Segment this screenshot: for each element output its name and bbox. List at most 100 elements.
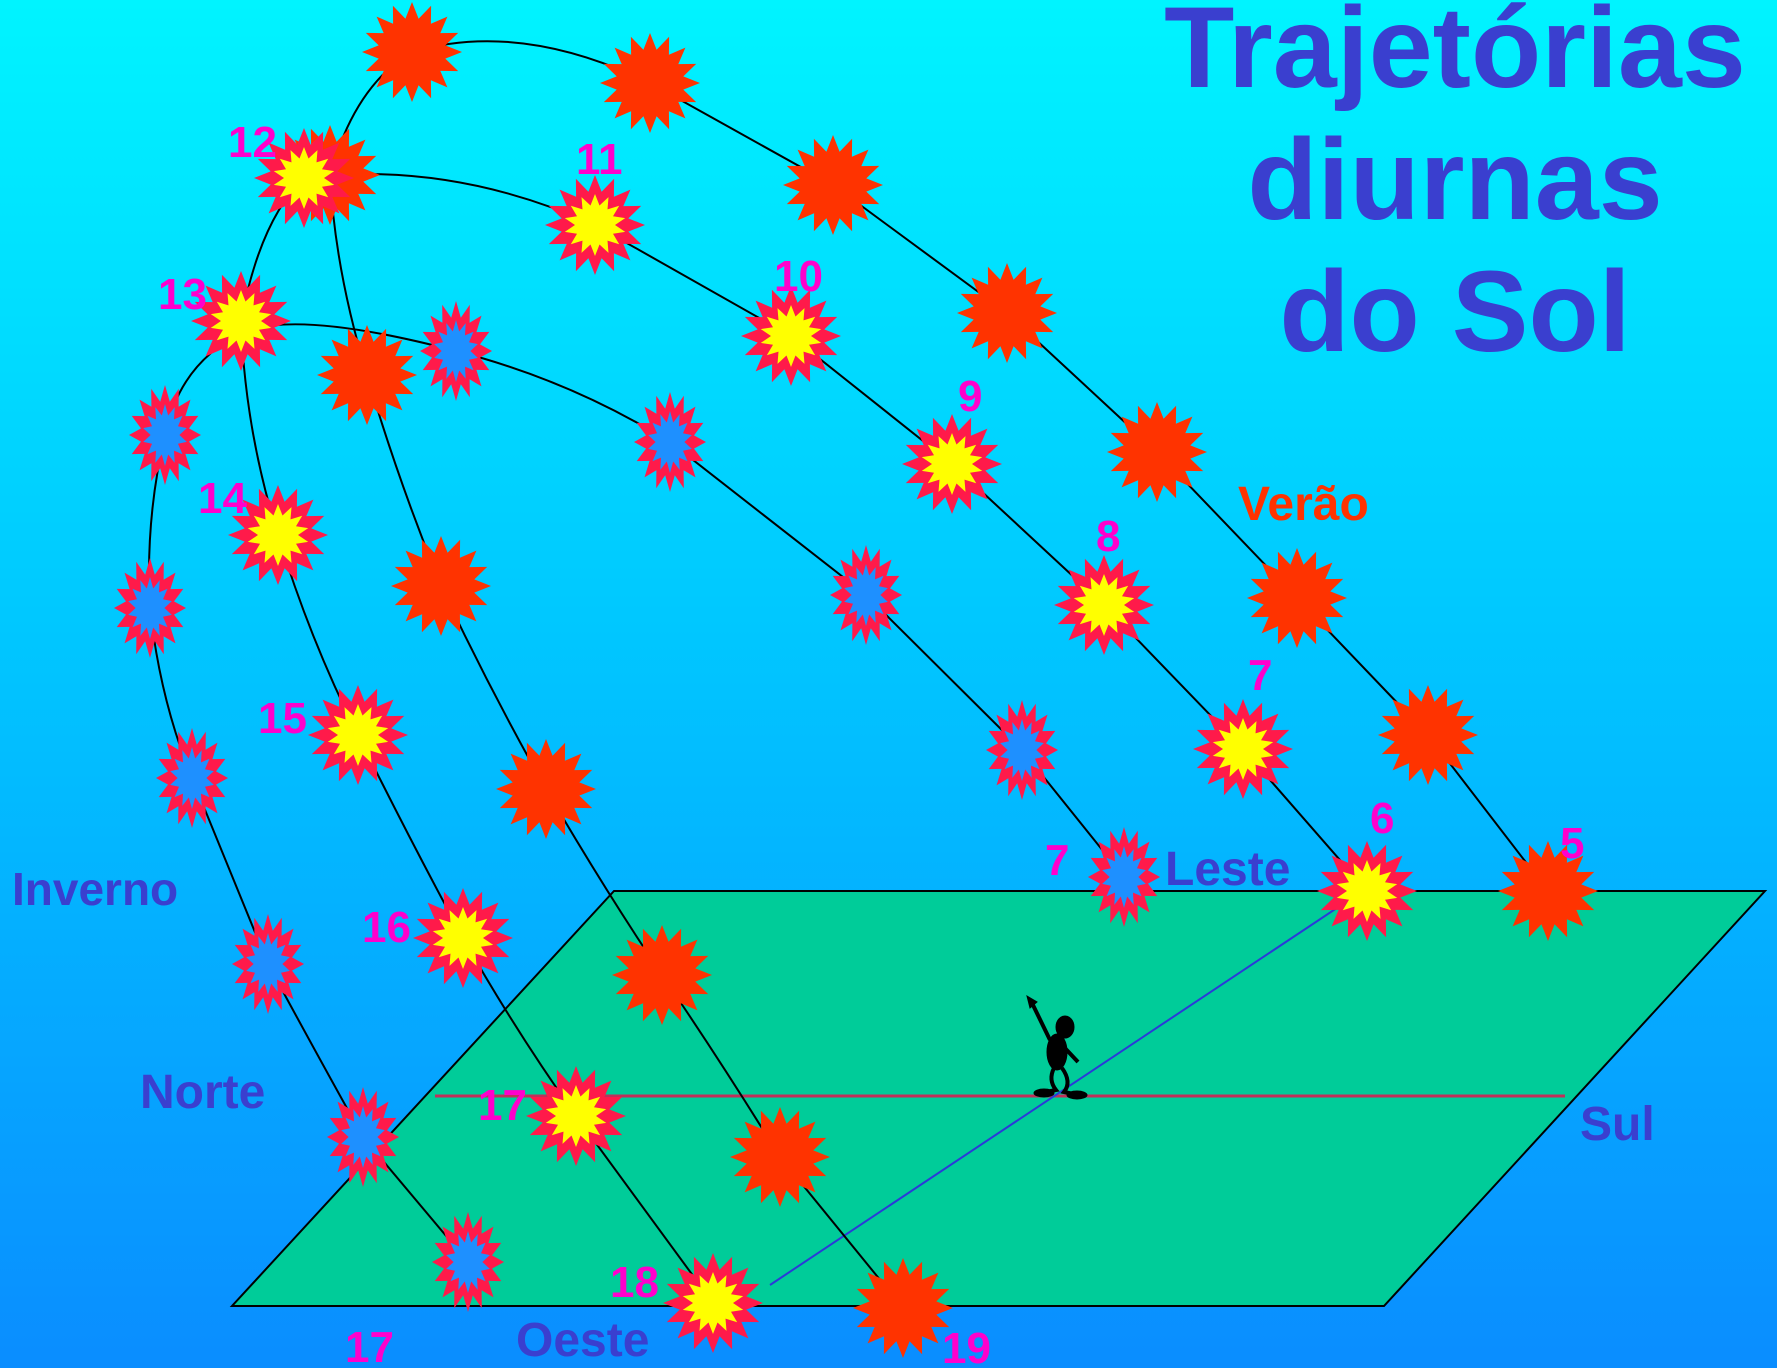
summer-sun-2: [1247, 548, 1347, 648]
hour-label-winter-17: 17: [345, 1323, 394, 1368]
winter-sun-8: [232, 914, 304, 1014]
winter-sun-core: [143, 404, 187, 466]
winter-sun-0: [1088, 827, 1160, 927]
summer-sun-7: [362, 2, 462, 102]
summer-sun-rays: [317, 325, 417, 425]
equinox-sun-core: [327, 704, 389, 766]
summer-sun-rays: [1378, 685, 1478, 785]
equinox-sun-12: [663, 1253, 763, 1353]
summer-sun-4: [957, 263, 1057, 363]
equinox-sun-0: [1317, 841, 1417, 941]
hour-label-equinox-11: 11: [576, 135, 623, 184]
equinox-sun-core: [273, 147, 335, 209]
equinox-sun-4: [741, 286, 841, 386]
summer-sun-rays: [612, 925, 712, 1025]
winter-sun-core: [434, 320, 478, 382]
winter-sun-core: [1000, 719, 1044, 781]
east-west-line: [769, 885, 1371, 1286]
hour-label-equinox-12: 12: [228, 118, 277, 167]
hour-label-equinox-9: 9: [958, 372, 982, 421]
winter-sun-7: [156, 728, 228, 828]
label-west: Oeste: [516, 1314, 649, 1367]
winter-sun-core: [446, 1231, 490, 1293]
summer-sun-5: [783, 135, 883, 235]
equinox-sun-core: [247, 504, 309, 566]
winter-sun-core: [1102, 846, 1146, 908]
summer-sun-6: [600, 33, 700, 133]
hour-label-equinox-7: 7: [1248, 651, 1272, 700]
winter-sun-3: [634, 392, 706, 492]
hour-label-equinox-16: 16: [362, 903, 411, 952]
winter-sun-core: [341, 1106, 385, 1168]
equinox-sun-5: [545, 175, 645, 275]
summer-sun-10: [391, 536, 491, 636]
title-line-3: do Sol: [1279, 248, 1631, 376]
hour-label-equinox-15: 15: [258, 694, 307, 743]
equinox-sun-core: [210, 290, 272, 352]
winter-sun-core: [170, 747, 214, 809]
summer-sun-rays: [957, 263, 1057, 363]
summer-sun-rays: [391, 536, 491, 636]
winter-sun-core: [128, 577, 172, 639]
hour-label-winter-7: 7: [1045, 836, 1069, 885]
summer-sun-9: [317, 325, 417, 425]
equinox-sun-core: [1212, 718, 1274, 780]
equinox-sun-6: [254, 128, 354, 228]
label-north: Norte: [140, 1066, 265, 1119]
hour-label-equinox-10: 10: [774, 252, 823, 301]
hour-label-summer-19: 19: [942, 1324, 991, 1368]
equinox-sun-1: [1193, 699, 1293, 799]
equinox-sun-core: [1336, 860, 1398, 922]
summer-sun-14: [853, 1258, 953, 1358]
summer-sun-rays: [730, 1107, 830, 1207]
winter-sun-5: [129, 385, 201, 485]
summer-sun-12: [612, 925, 712, 1025]
winter-sun-core: [648, 411, 692, 473]
hour-label-equinox-13: 13: [158, 270, 207, 319]
diagram-title: Trajetórias diurnas do Sol: [1135, 0, 1775, 378]
summer-sun-13: [730, 1107, 830, 1207]
summer-sun-rays: [600, 33, 700, 133]
summer-sun-rays: [853, 1258, 953, 1358]
winter-sun-2: [830, 545, 902, 645]
summer-sun-3: [1107, 402, 1207, 502]
winter-sun-core: [844, 564, 888, 626]
hour-label-equinox-18: 18: [610, 1258, 659, 1307]
hour-label-equinox-6: 6: [1370, 794, 1394, 843]
label-summer: Verão: [1238, 478, 1369, 531]
label-south: Sul: [1580, 1098, 1655, 1151]
equinox-sun-core: [760, 305, 822, 367]
winter-sun-9: [327, 1087, 399, 1187]
equinox-sun-10: [413, 888, 513, 988]
summer-sun-11: [496, 739, 596, 839]
equinox-sun-core: [432, 907, 494, 969]
hour-label-equinox-8: 8: [1096, 512, 1120, 561]
equinox-sun-11: [526, 1066, 626, 1166]
title-line-1: Trajetórias: [1164, 0, 1746, 112]
equinox-sun-2: [1054, 555, 1154, 655]
winter-sun-6: [114, 558, 186, 658]
title-line-2: diurnas: [1247, 116, 1663, 244]
equinox-sun-core: [921, 433, 983, 495]
winter-sun-10: [432, 1212, 504, 1312]
winter-sun-core: [246, 933, 290, 995]
equinox-sun-core: [545, 1085, 607, 1147]
label-winter: Inverno: [12, 863, 178, 915]
equinox-sun-9: [308, 685, 408, 785]
hour-label-equinox-17: 17: [478, 1081, 527, 1130]
hour-label-summer-5: 5: [1560, 819, 1584, 868]
summer-sun-rays: [783, 135, 883, 235]
summer-sun-rays: [496, 739, 596, 839]
equinox-sun-3: [902, 414, 1002, 514]
label-east: Leste: [1165, 843, 1290, 896]
suns-layer: [114, 2, 1598, 1358]
summer-sun-rays: [1107, 402, 1207, 502]
summer-sun-rays: [362, 2, 462, 102]
observer-figure: [1026, 994, 1088, 1100]
equinox-sun-core: [682, 1272, 744, 1334]
equinox-sun-core: [1073, 574, 1135, 636]
hour-label-equinox-14: 14: [198, 474, 247, 523]
equinox-sun-core: [564, 194, 626, 256]
summer-sun-rays: [1247, 548, 1347, 648]
